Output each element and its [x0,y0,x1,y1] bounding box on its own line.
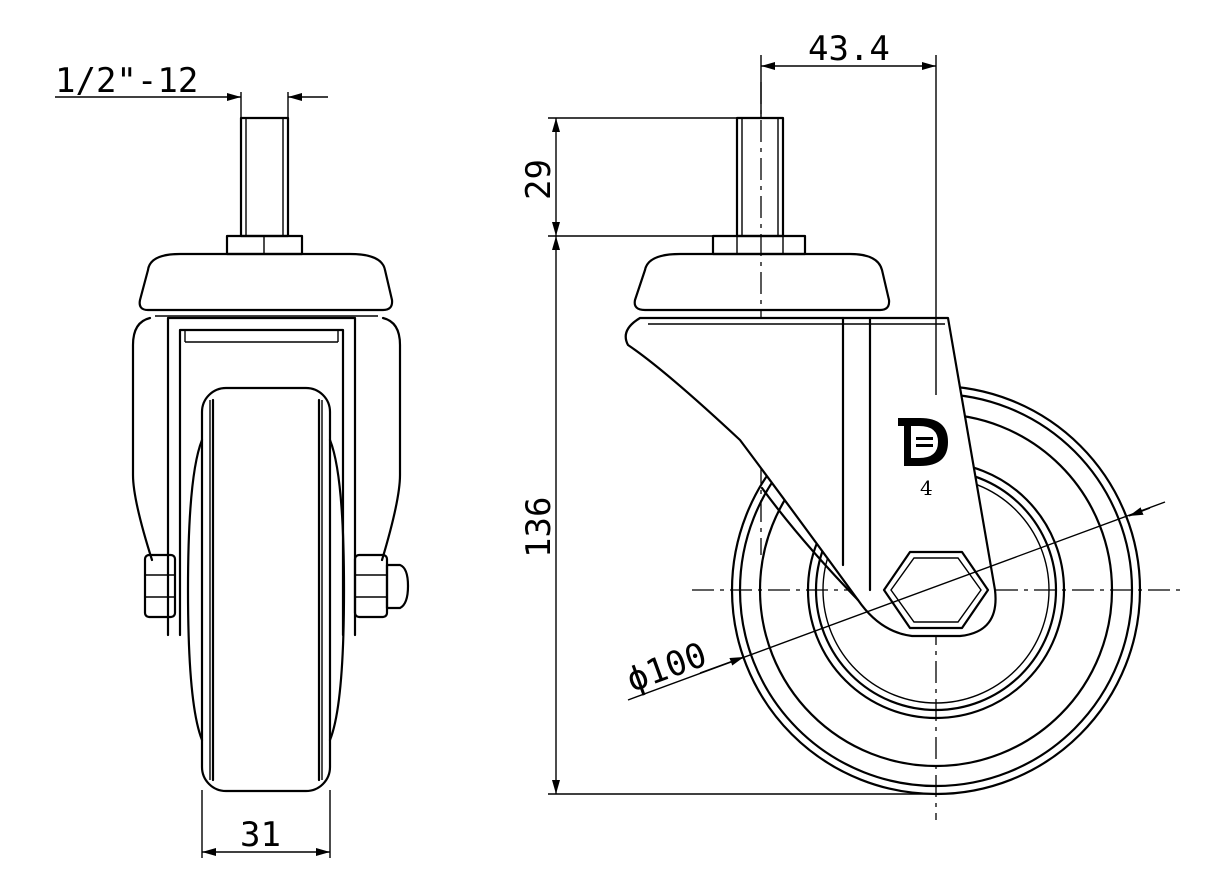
axle-nut-right [353,553,389,619]
side-top-plate [633,252,891,312]
offset-dimension-label: 43.4 [808,29,890,69]
logo-sub-label: 4 [920,476,933,500]
diameter-dimension-label: ϕ100 [621,635,712,701]
side-fork [624,316,997,638]
axle-nut-left [143,553,177,619]
stem-height-label: 29 [519,159,559,200]
side-hex-nut [882,550,990,630]
logo-icon [898,418,948,466]
total-height-label: 136 [519,497,559,558]
fork-left [131,316,154,562]
axle-end [385,563,410,610]
side-view: 4 43.4 29 136 ϕ100 [519,29,1185,820]
stem [239,116,290,238]
side-stem-nut [711,234,807,256]
fork-right [380,316,402,562]
front-view: 1/2"-12 31 [55,61,410,858]
width-dimension-label: 31 [240,815,281,855]
side-stem [735,116,785,238]
wheel-front [200,386,332,793]
thread-dimension-label: 1/2"-12 [55,61,198,101]
top-plate [138,252,394,312]
